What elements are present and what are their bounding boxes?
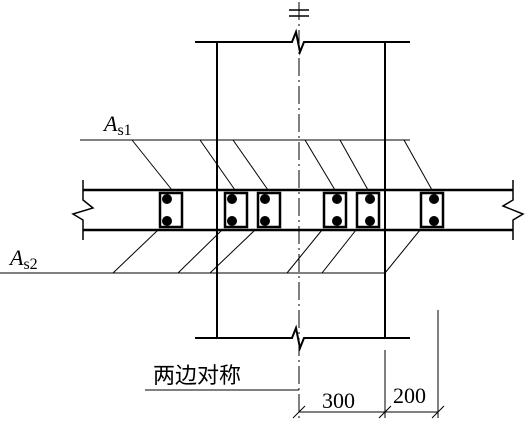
slab-outline — [83, 188, 513, 232]
as2-label-sub: s2 — [23, 256, 37, 273]
as1-label-main: A — [102, 111, 118, 136]
dimension-lines — [292, 310, 445, 419]
dimension-300: 300 — [322, 388, 355, 413]
dimension-200: 200 — [393, 383, 426, 408]
as2-label: As2 — [8, 245, 38, 273]
as1-label: As1 — [102, 111, 132, 139]
symmetric-note: 两边对称 — [153, 363, 241, 388]
break-mark-left — [71, 180, 95, 240]
stirrups — [158, 191, 445, 229]
rebar-dots — [162, 194, 439, 226]
as1-leader-lines — [80, 139, 433, 191]
as1-label-sub: s1 — [117, 122, 131, 139]
symmetry-mark-icon — [289, 9, 309, 17]
as2-leader-lines — [0, 229, 421, 274]
as2-label-main: A — [8, 245, 24, 270]
break-mark-right — [501, 180, 525, 240]
